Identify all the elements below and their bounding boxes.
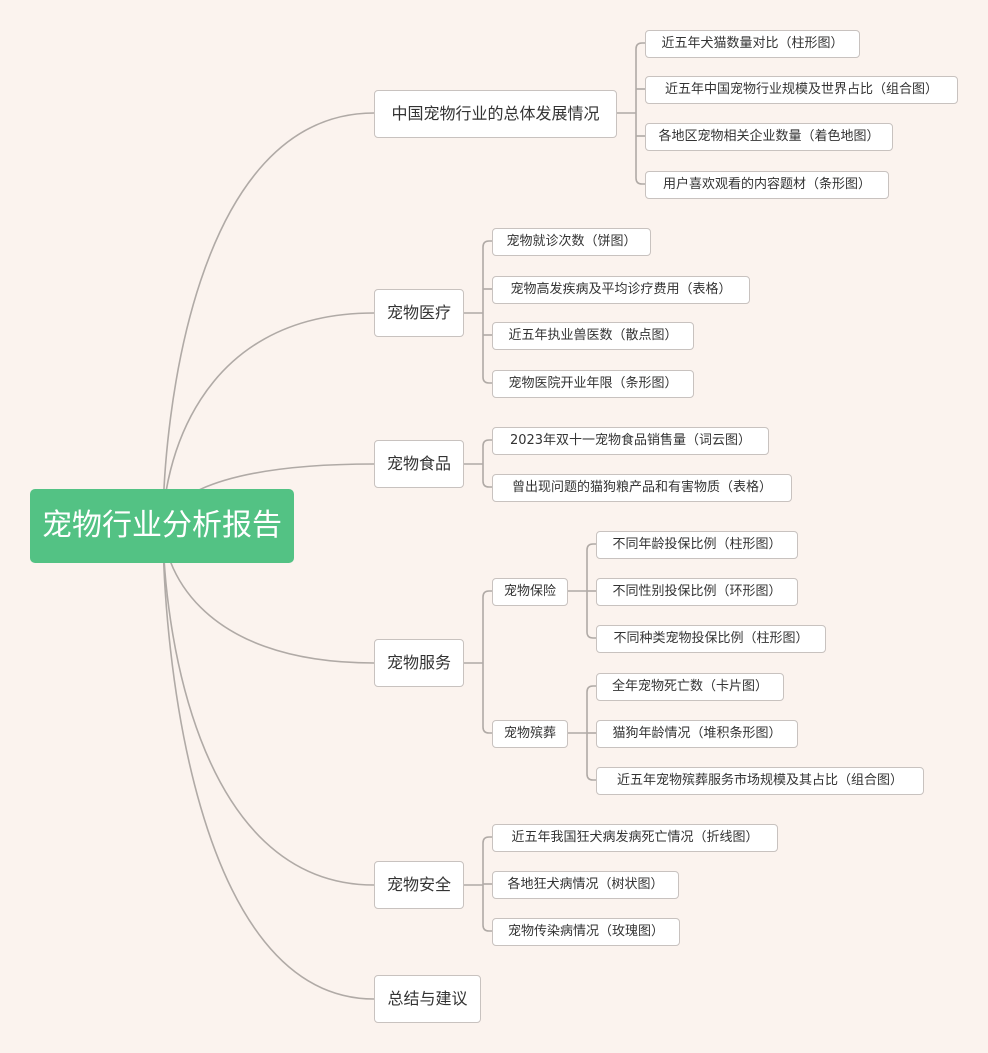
leaf-node[interactable]: 各地狂犬病情况（树状图） xyxy=(492,871,679,899)
group-connector xyxy=(586,543,596,591)
branch-connector xyxy=(482,836,492,885)
branch-node-summary[interactable]: 总结与建议 xyxy=(374,975,481,1023)
branch-connector xyxy=(635,113,645,185)
leaf-node[interactable]: 曾出现问题的猫狗粮产品和有害物质（表格） xyxy=(492,474,792,502)
leaf-node[interactable]: 宠物就诊次数（饼图） xyxy=(492,228,651,256)
branch-node-medical[interactable]: 宠物医疗 xyxy=(374,289,464,337)
root-connector xyxy=(162,525,375,886)
leaf-node[interactable]: 不同年龄投保比例（柱形图） xyxy=(596,531,798,559)
leaf-node[interactable]: 近五年犬猫数量对比（柱形图） xyxy=(645,30,860,58)
leaf-node[interactable]: 全年宠物死亡数（卡片图） xyxy=(596,673,784,701)
root-connector xyxy=(162,112,375,527)
leaf-node[interactable]: 不同种类宠物投保比例（柱形图） xyxy=(596,625,826,653)
branch-node-safety[interactable]: 宠物安全 xyxy=(374,861,464,909)
branch-connector xyxy=(482,240,492,313)
branch-connector xyxy=(482,885,492,932)
branch-node-overview[interactable]: 中国宠物行业的总体发展情况 xyxy=(374,90,617,138)
branch-node-services[interactable]: 宠物服务 xyxy=(374,639,464,687)
leaf-node[interactable]: 用户喜欢观看的内容题材（条形图） xyxy=(645,171,889,199)
group-connector xyxy=(586,591,596,639)
leaf-node[interactable]: 2023年双十一宠物食品销售量（词云图） xyxy=(492,427,769,455)
branch-node-food[interactable]: 宠物食品 xyxy=(374,440,464,488)
leaf-node[interactable]: 近五年中国宠物行业规模及世界占比（组合图） xyxy=(645,76,958,104)
leaf-node[interactable]: 各地区宠物相关企业数量（着色地图） xyxy=(645,123,893,151)
branch-connector xyxy=(482,663,492,734)
leaf-node[interactable]: 宠物高发疾病及平均诊疗费用（表格） xyxy=(492,276,750,304)
branch-connector xyxy=(482,439,492,464)
group-node-funeral[interactable]: 宠物殡葬 xyxy=(492,720,568,748)
branch-connector xyxy=(482,313,492,384)
branch-connector xyxy=(482,590,492,663)
leaf-node[interactable]: 不同性别投保比例（环形图） xyxy=(596,578,798,606)
leaf-node[interactable]: 近五年执业兽医数（散点图） xyxy=(492,322,694,350)
branch-connector xyxy=(635,42,645,113)
leaf-node[interactable]: 近五年宠物殡葬服务市场规模及其占比（组合图） xyxy=(596,767,924,795)
leaf-node[interactable]: 近五年我国狂犬病发病死亡情况（折线图） xyxy=(492,824,778,852)
root-connector xyxy=(162,525,375,1000)
group-connector xyxy=(586,685,596,733)
leaf-node[interactable]: 宠物传染病情况（玫瑰图） xyxy=(492,918,680,946)
group-connector xyxy=(586,733,596,781)
branch-connector xyxy=(482,464,492,488)
root-node[interactable]: 宠物行业分析报告 xyxy=(30,489,294,563)
leaf-node[interactable]: 猫狗年龄情况（堆积条形图） xyxy=(596,720,798,748)
leaf-node[interactable]: 宠物医院开业年限（条形图） xyxy=(492,370,694,398)
group-node-insurance[interactable]: 宠物保险 xyxy=(492,578,568,606)
